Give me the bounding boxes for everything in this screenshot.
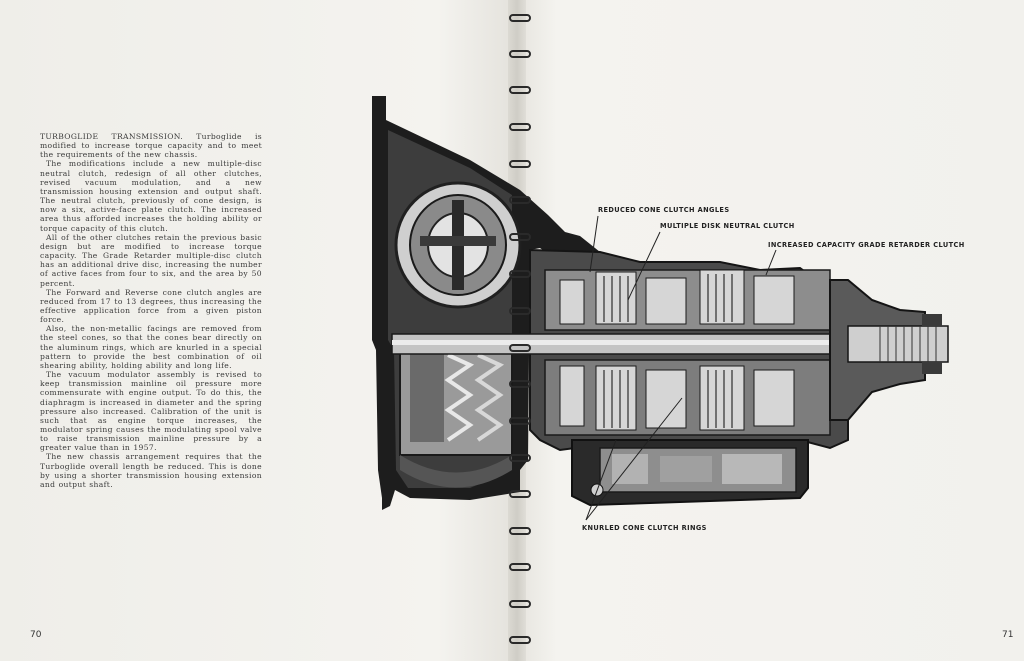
spiral-binding-ring-icon (509, 123, 531, 131)
paragraph-intro: TURBOGLIDE TRANSMISSION. Turboglide is m… (40, 132, 262, 160)
spiral-binding-ring-icon (509, 160, 531, 168)
paragraph-modifications: The modifications include a new multiple… (40, 159, 262, 233)
spiral-binding-ring-icon (509, 527, 531, 535)
spiral-binding-ring-icon (509, 14, 531, 22)
spiral-binding-ring-icon (509, 307, 531, 315)
callout-leader-lines (585, 215, 777, 521)
page-number-left: 70 (30, 630, 42, 640)
paragraph-vacuum-modulator: The vacuum modulator assembly is revised… (40, 370, 262, 453)
spiral-binding-ring-icon (509, 380, 531, 388)
spiral-binding-ring-icon (509, 270, 531, 278)
output-shaft (847, 325, 949, 363)
spiral-binding-ring-icon (509, 50, 531, 58)
spiral-binding-ring-icon (509, 196, 531, 204)
callout-multiple-disk-neutral-clutch: MULTIPLE DISK NEUTRAL CLUTCH (660, 222, 795, 230)
spiral-binding-ring-icon (509, 233, 531, 241)
callout-reduced-cone-clutch-angles: REDUCED CONE CLUTCH ANGLES (598, 206, 730, 214)
page-number-right: 71 (1002, 630, 1014, 640)
callout-knurled-cone-clutch-rings: KNURLED CONE CLUTCH RINGS (582, 524, 707, 532)
spiral-binding-ring-icon (509, 563, 531, 571)
clutch-packs (559, 269, 795, 431)
paragraph-other-clutches: All of the other clutches retain the pre… (40, 232, 262, 288)
spiral-binding-ring-icon (509, 600, 531, 608)
spiral-binding-ring-icon (509, 636, 531, 644)
callout-grade-retarder-clutch: INCREASED CAPACITY GRADE RETARDER CLUTCH (768, 241, 965, 249)
spiral-binding-ring-icon (509, 344, 531, 352)
article-body: TURBOGLIDE TRANSMISSION. Turboglide is m… (40, 132, 262, 489)
paragraph-facings: Also, the non-metallic facings are remov… (40, 324, 262, 370)
spiral-binding-ring-icon (509, 490, 531, 498)
spiral-binding-ring-icon (509, 417, 531, 425)
spiral-binding-ring-icon (509, 86, 531, 94)
paragraph-cone-angles: The Forward and Reverse cone clutch angl… (40, 287, 262, 325)
paragraph-chassis: The new chassis arrangement requires tha… (40, 452, 262, 489)
spiral-binding-ring-icon (509, 454, 531, 462)
